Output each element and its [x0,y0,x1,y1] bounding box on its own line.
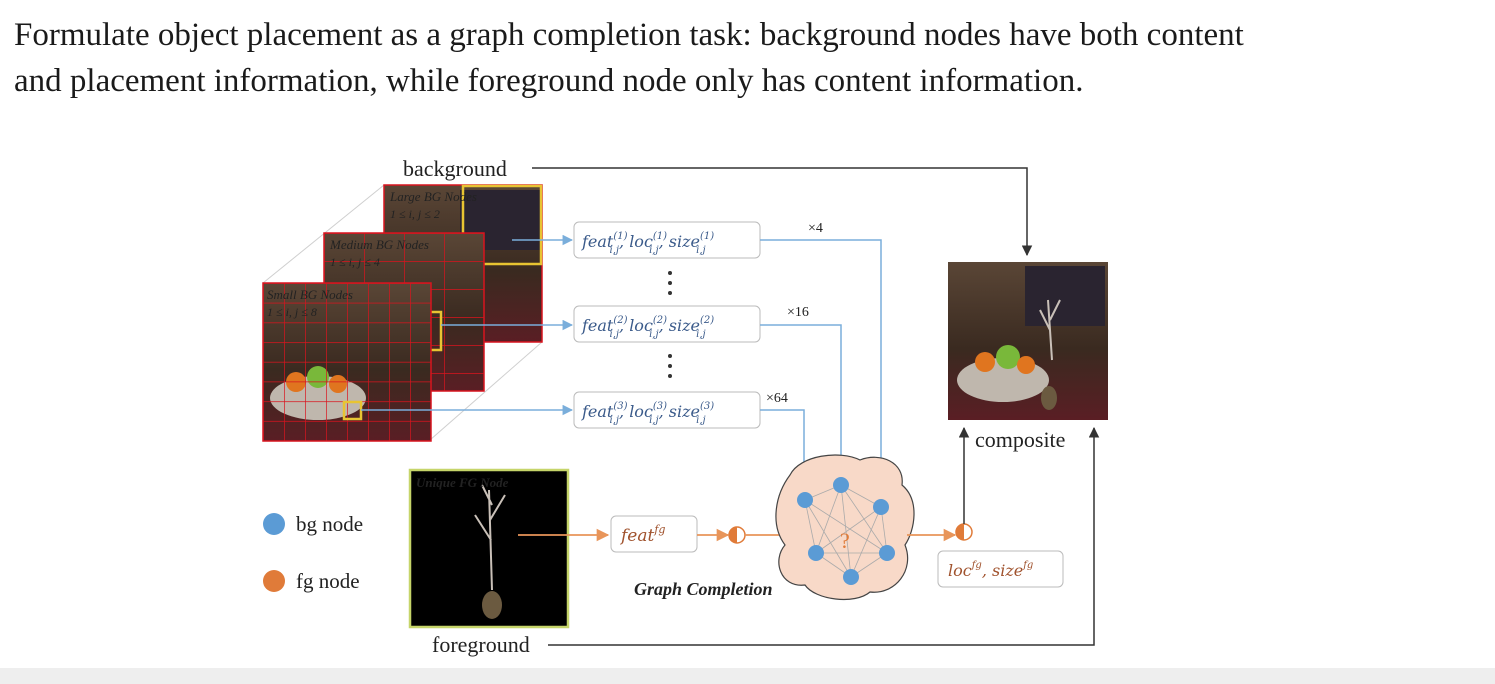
half-node-output [955,523,973,541]
medium-bg-title: Medium BG Nodes [329,237,429,252]
heading-line-2: and placement information, while foregro… [14,63,1084,99]
foreground-arrow [548,426,1100,646]
fg-feat-box: featfg [610,515,698,553]
svg-text:feat(3)i,j, loc(3)i,j, size(3): feat(3)i,j, loc(3)i,j, size(3)i,j [581,401,714,426]
svg-text:feat(1)i,j, loc(1)i,j, size(1): feat(1)i,j, loc(1)i,j, size(1)i,j [581,231,714,256]
graph-bg-node [873,499,889,515]
small-bg-range: 1 ≤ i, j ≤ 8 [267,305,317,319]
composite-image [948,262,1108,420]
graph-bg-node [833,477,849,493]
medium-bg-range: 1 ≤ i, j ≤ 4 [330,255,380,269]
slide-heading: Formulate object placement as a graph co… [14,12,1484,104]
large-bg-title: Large BG Nodes [389,189,477,204]
feature-box-2: feat(2)i,j, loc(2)i,j, size(2)i,j ×16 [573,305,809,343]
foreground-label: foreground [432,632,530,657]
graph-cloud: ? [775,454,915,600]
svg-text:feat(2)i,j, loc(2)i,j, size(2): feat(2)i,j, loc(2)i,j, size(2)i,j [581,315,714,340]
feature-box-3: feat(3)i,j, loc(3)i,j, size(3)i,j ×64 [573,391,788,429]
half-node-input [728,526,746,544]
fg-panel-title: Unique FG Node [416,475,509,490]
large-highlight-cell [461,184,543,266]
background-label: background [403,156,507,181]
multiplier-1: ×4 [808,221,823,236]
bottom-strip [0,668,1495,684]
multiplier-3: ×64 [766,391,788,406]
legend-bg-node-icon [263,513,285,535]
bg-to-feature-arrows [361,234,574,416]
feature-box-1: feat(1)i,j, loc(1)i,j, size(1)i,j ×4 [573,221,823,259]
background-arrow [532,167,1033,257]
foreground-panel: Unique FG Node [408,468,570,629]
large-bg-range: 1 ≤ i, j ≤ 2 [390,207,440,221]
composite-label: composite [975,427,1065,452]
question-mark: ? [840,528,850,553]
branch-vase-image [474,484,506,591]
legend-fg-node-icon [263,570,285,592]
output-box: locfg, sizefg [937,550,1064,588]
svg-text:locfg, sizefg: locfg, sizefg [948,560,1033,580]
graph-completion-label: Graph Completion [634,579,773,599]
heading-line-1: Formulate object placement as a graph co… [14,17,1244,53]
multiplier-2: ×16 [787,305,809,320]
graph-bg-node [879,545,895,561]
graph-bg-node [808,545,824,561]
legend-fg-label: fg node [296,569,360,593]
graph-bg-node [797,492,813,508]
legend: bg node fg node [263,512,363,593]
graph-bg-node [843,569,859,585]
ellipsis-dots [668,271,672,378]
small-bg-title: Small BG Nodes [267,287,353,302]
svg-text:featfg: featfg [619,523,665,546]
small-bg-panel: Small BG Nodes 1 ≤ i, j ≤ 8 [262,282,432,442]
legend-bg-label: bg node [296,512,363,536]
